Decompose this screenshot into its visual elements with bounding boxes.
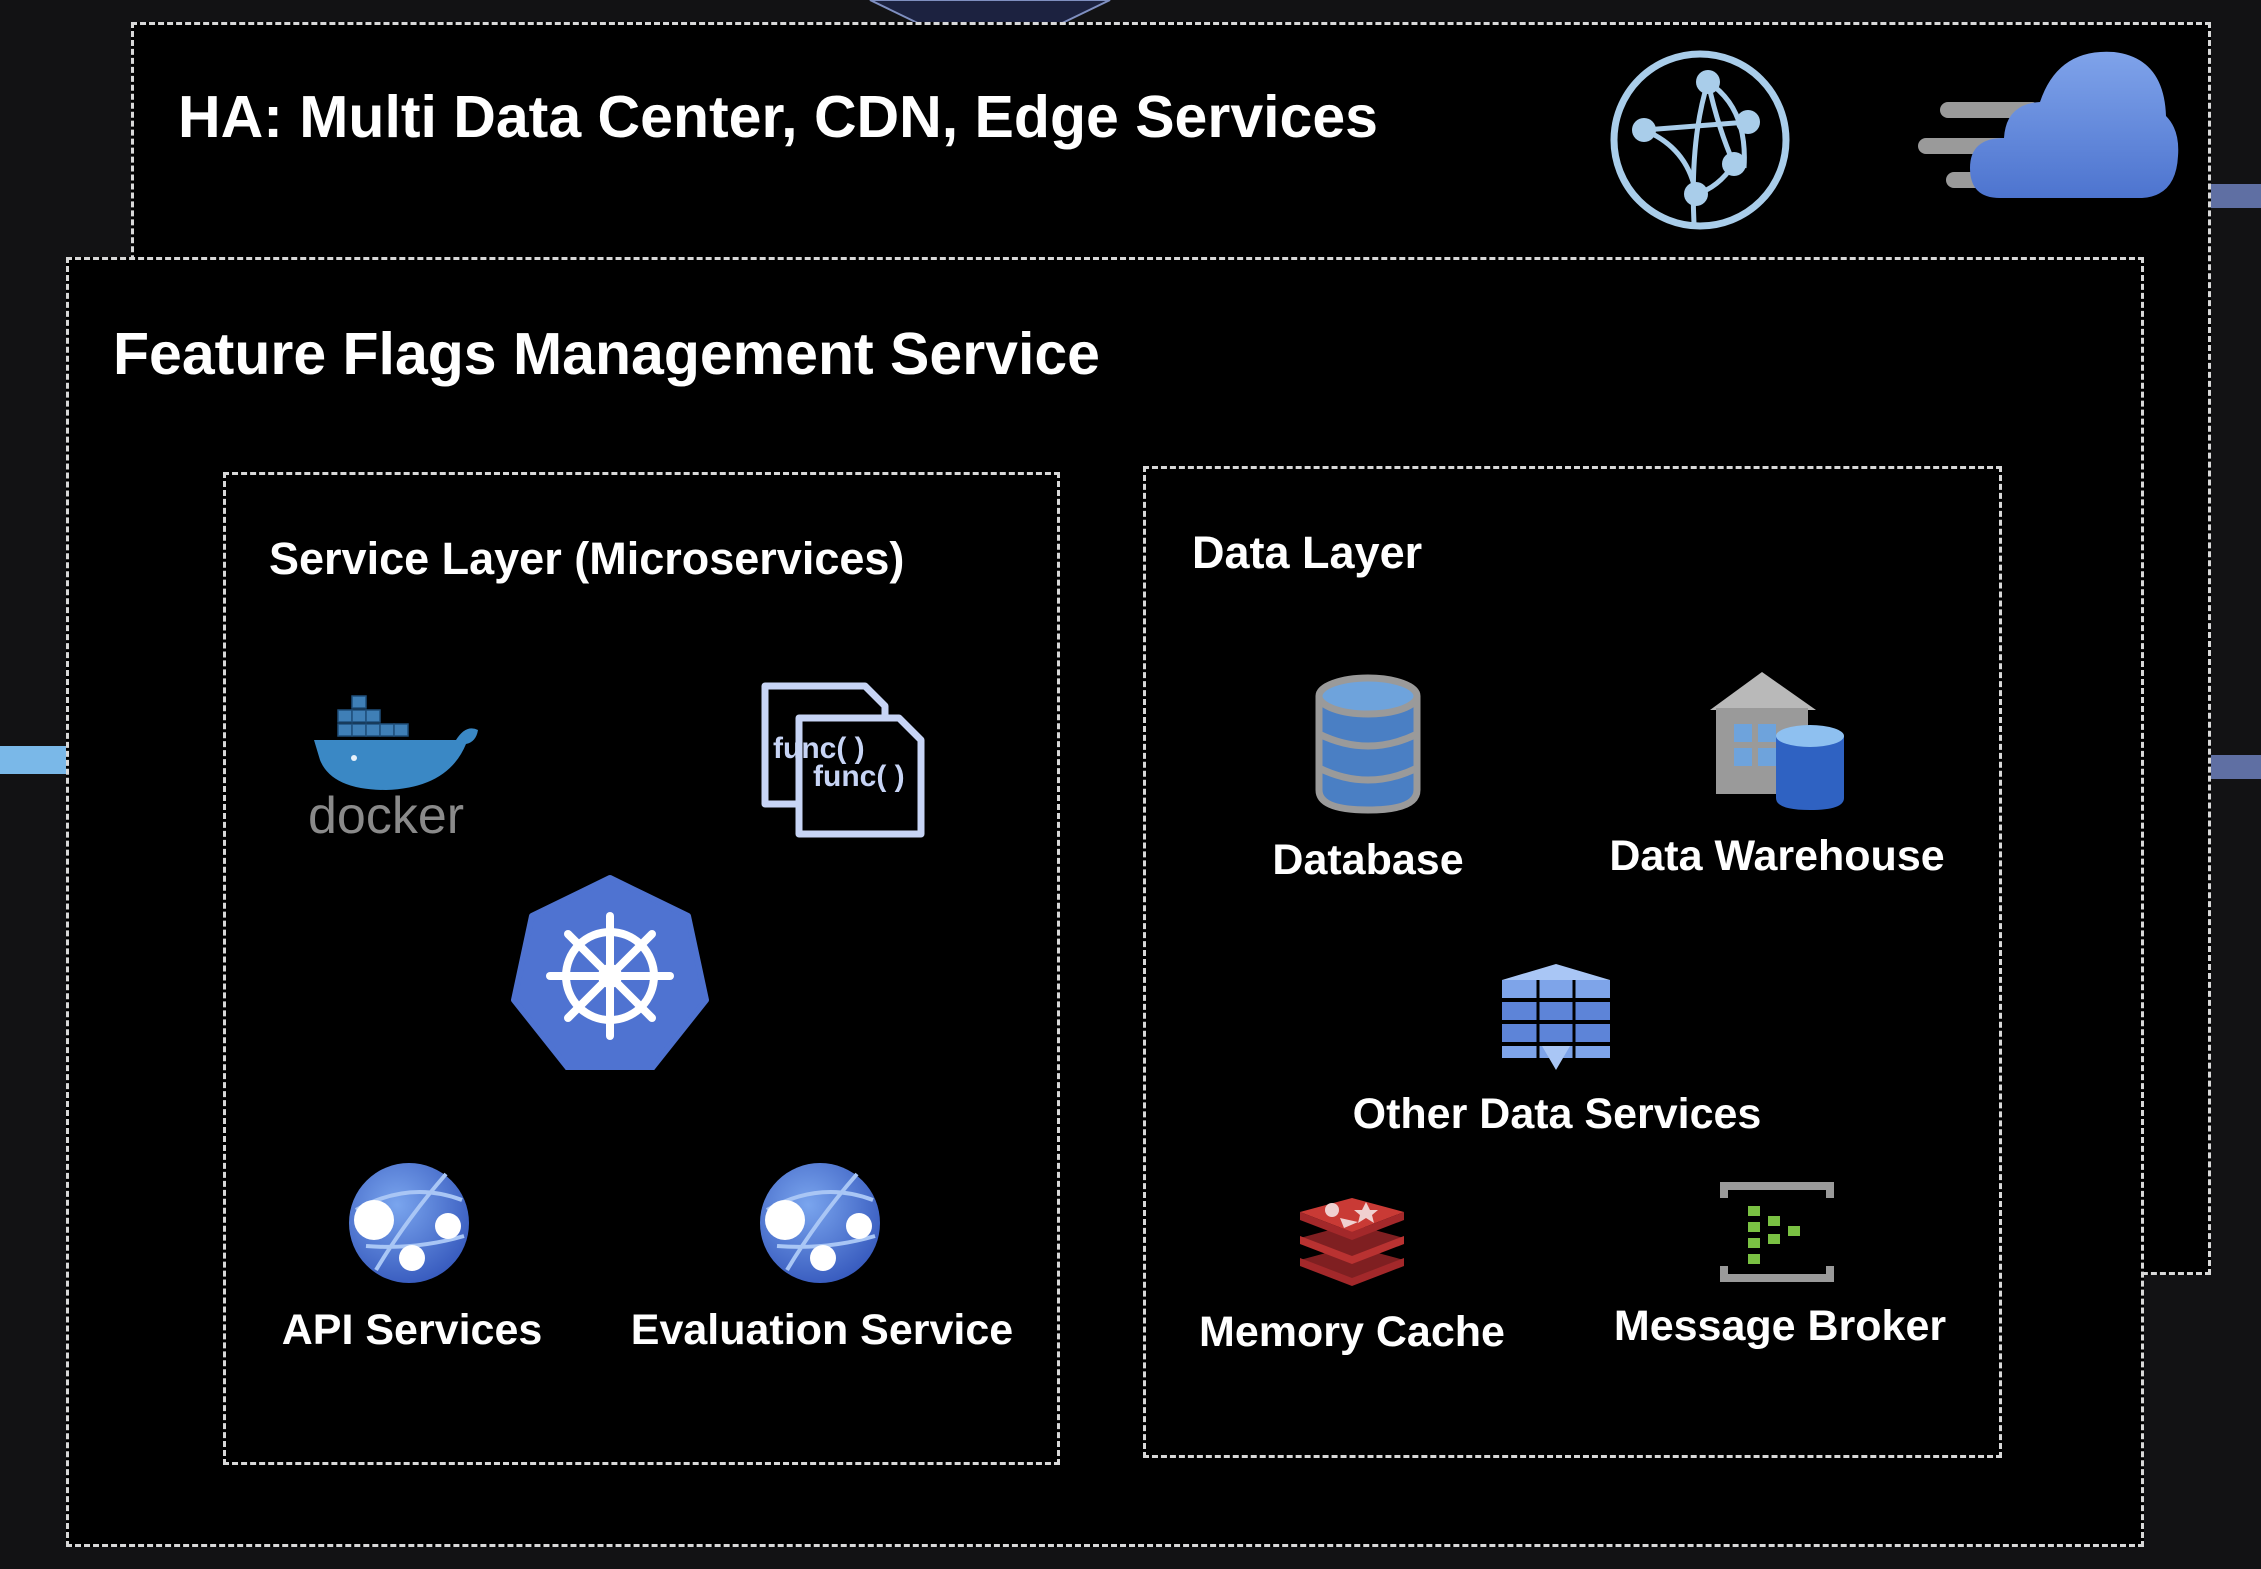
- network-globe-icon: [1610, 50, 1790, 230]
- data-layer-title: Data Layer: [1192, 527, 1423, 578]
- docker-wordmark: docker: [308, 787, 464, 840]
- data-warehouse-label: Data Warehouse: [1609, 832, 1945, 880]
- api-web-icon: [349, 1163, 469, 1283]
- evaluation-service-label: Evaluation Service: [630, 1306, 1014, 1354]
- other-data-services-label: Other Data Services: [1352, 1090, 1762, 1138]
- redis-cache-icon: [1300, 1198, 1404, 1286]
- right-connector-mid: [2208, 755, 2261, 779]
- database-icon: [1315, 674, 1421, 814]
- memory-cache-label: Memory Cache: [1199, 1308, 1505, 1356]
- data-warehouse-icon: [1710, 672, 1844, 810]
- left-connector: [0, 746, 70, 774]
- message-broker-label: Message Broker: [1613, 1302, 1947, 1350]
- api-services-label: API Services: [281, 1306, 543, 1354]
- kubernetes-icon: [511, 875, 709, 1070]
- message-broker-icon: [1720, 1182, 1834, 1282]
- cloud-icon: [1918, 51, 2179, 198]
- database-label: Database: [1272, 836, 1464, 884]
- function-glyph-1: func( ): [773, 732, 865, 765]
- evaluation-web-icon: [760, 1163, 880, 1283]
- data-services-icon: [1502, 964, 1610, 1070]
- ffms-title: Feature Flags Management Service: [113, 321, 1100, 387]
- right-connector-top: [2208, 184, 2261, 208]
- service-layer-title: Service Layer (Microservices): [269, 533, 905, 584]
- data-layer-box: Data Layer: [1143, 466, 2002, 1458]
- function-glyph-2: func( ): [813, 760, 905, 793]
- ha-title: HA: Multi Data Center, CDN, Edge Service…: [178, 84, 1378, 150]
- docker-icon: docker: [308, 695, 478, 840]
- function-icon: func( ) func( ): [761, 682, 925, 838]
